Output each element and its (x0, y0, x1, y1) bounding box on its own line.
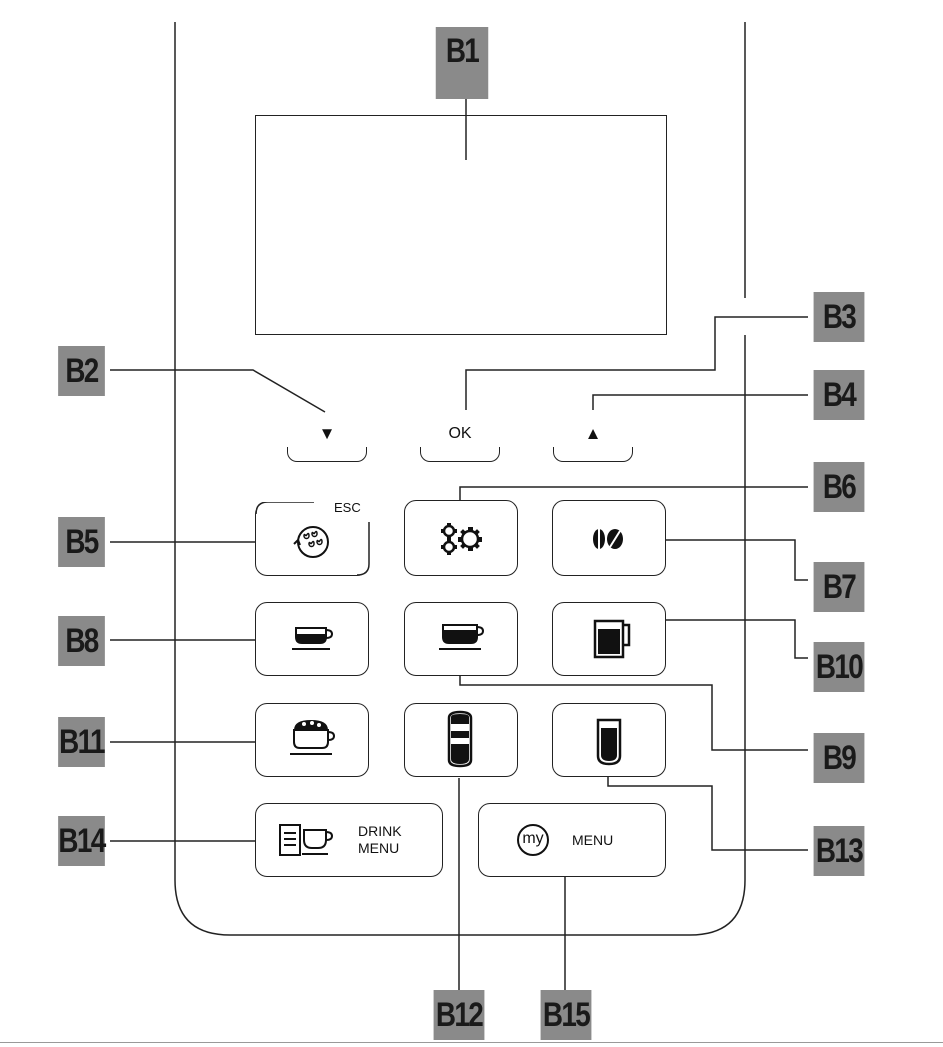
callout-b12: B12 (433, 990, 485, 1040)
callout-b7: B7 (813, 562, 865, 612)
mug-icon (593, 619, 631, 659)
display-screen (255, 115, 667, 335)
ok-label: OK (448, 425, 472, 442)
down-arrow-icon: ▼ (318, 424, 336, 443)
ok-button[interactable]: OK (420, 420, 500, 462)
down-button[interactable]: ▼ (287, 420, 367, 462)
settings-gears-icon (441, 523, 482, 555)
callout-b8: B8 (58, 616, 105, 666)
bean-strength-button[interactable] (552, 500, 666, 576)
callout-b4: B4 (813, 370, 865, 420)
leader-b3 (465, 316, 808, 410)
rinse-esc-button[interactable] (255, 502, 370, 576)
esc-label: ESC (334, 500, 361, 515)
callout-b14: B14 (58, 816, 106, 866)
callout-b9: B9 (813, 733, 865, 783)
my-circle-icon (517, 824, 549, 856)
up-key-bracket (553, 447, 633, 462)
up-button[interactable]: ▲ (553, 420, 633, 462)
coffee-button[interactable] (404, 602, 518, 676)
leader-b13 (607, 776, 808, 851)
coffee-beans-icon (593, 529, 623, 549)
drink-menu-button[interactable]: DRINK MENU (255, 803, 443, 877)
drink-menu-label-line2: MENU (358, 840, 400, 856)
callout-b10: B10 (813, 642, 865, 692)
leader-b2 (110, 369, 326, 413)
callout-b15: B15 (540, 990, 592, 1040)
descale-rinse-icon (256, 502, 370, 576)
leader-b10 (640, 619, 808, 659)
callout-b1: B1 (435, 27, 489, 99)
callout-b3: B3 (813, 292, 865, 342)
callout-b6: B6 (813, 462, 865, 512)
drink-menu-icon (279, 824, 334, 856)
long-coffee-button[interactable] (552, 703, 666, 777)
up-arrow-icon: ▲ (584, 424, 602, 443)
ok-key-bracket (420, 447, 500, 462)
callout-b2: B2 (58, 346, 105, 396)
bottom-rule (0, 1042, 943, 1043)
my-label: my (522, 830, 544, 847)
leader-b9 (459, 675, 808, 751)
latte-glass-icon (447, 710, 473, 768)
espresso-cup-icon (292, 627, 334, 650)
espresso-button[interactable] (255, 602, 369, 676)
latte-macchiato-button[interactable] (404, 703, 518, 777)
leader-b4 (592, 394, 808, 410)
long-coffee-glass-icon (596, 718, 622, 766)
my-menu-button[interactable]: my MENU (478, 803, 666, 877)
drink-menu-label-line1: DRINK (358, 823, 402, 839)
my-menu-label: MENU (572, 832, 614, 848)
callout-b5: B5 (58, 517, 105, 567)
callout-b11: B11 (58, 717, 105, 767)
leader-b7 (625, 539, 808, 581)
cappuccino-cup-icon (290, 720, 336, 755)
mug-button[interactable] (552, 602, 666, 676)
device-outline (174, 22, 746, 936)
down-key-bracket (287, 447, 367, 462)
callout-b13: B13 (813, 826, 865, 876)
settings-button[interactable] (404, 500, 518, 576)
leader-b6 (459, 486, 808, 500)
coffee-cup-icon (439, 624, 485, 650)
cappuccino-button[interactable] (255, 703, 369, 777)
